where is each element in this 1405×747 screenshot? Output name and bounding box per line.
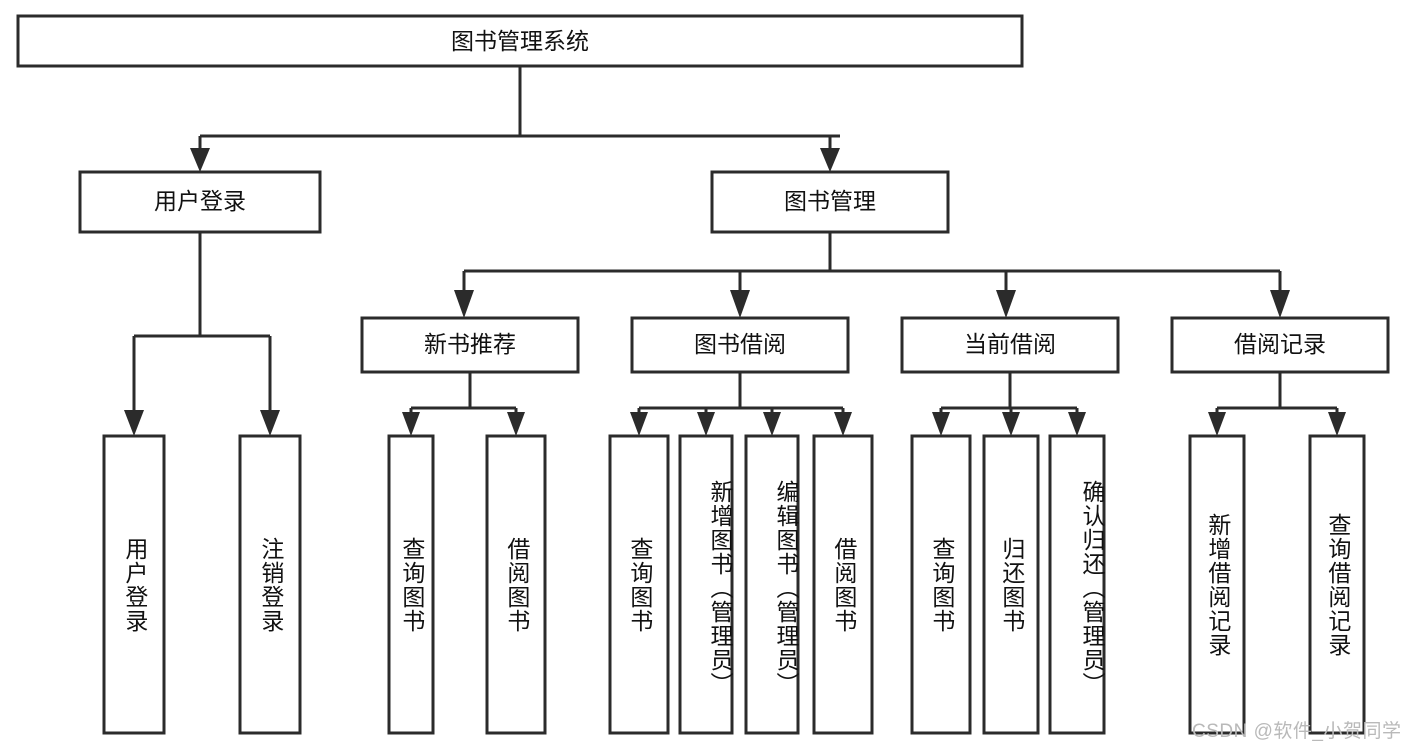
node-label-root: 图书管理系统 [451,28,589,54]
arrow-head-leaf-query-record [1328,412,1346,436]
node-box-leaf-add-record[interactable] [1188,434,1246,735]
node-box-borrow-record[interactable] [1170,316,1390,374]
node-label-book-manage: 图书管理 [784,188,876,214]
node-box-leaf-query-book-2[interactable] [608,434,670,735]
arrow-head-leaf-edit-book [763,412,781,436]
node-box-leaf-edit-book[interactable] [744,434,800,735]
arrow-head-user-login [190,148,210,172]
node-label-borrow-record: 借阅记录 [1234,331,1326,357]
node-box-current-borrow[interactable] [900,316,1120,374]
node-box-leaf-return-book[interactable] [982,434,1040,735]
node-box-leaf-borrow-book-2[interactable] [812,434,874,735]
node-label-book-borrow: 图书借阅 [694,331,786,357]
arrow-head-leaf-borrow-book-2 [834,412,852,436]
node-box-book-borrow[interactable] [630,316,850,374]
arrow-head-leaf-add-book [697,412,715,436]
arrow-head-borrow-record [1270,290,1290,318]
arrow-head-leaf-confirm-return [1068,412,1086,436]
arrow-head-leaf-borrow-book-1 [507,412,525,436]
arrow-head-new-book-recommend [454,290,474,318]
arrow-head-leaf-query-book-1 [402,412,420,436]
node-box-leaf-query-book-1[interactable] [387,434,435,735]
arrow-head-book-borrow [730,290,750,318]
arrow-head-leaf-return-book [1002,412,1020,436]
arrow-head-book-manage [820,148,840,172]
connector-layer [124,66,1346,436]
node-box-leaf-query-book-3[interactable] [910,434,972,735]
arrow-head-leaf-query-book-2 [630,412,648,436]
node-box-leaf-user-logout[interactable] [238,434,302,735]
arrow-head-leaf-user-logout [260,410,280,436]
node-label-new-book-recommend: 新书推荐 [424,331,516,357]
node-box-user-login[interactable] [78,170,322,234]
node-box-leaf-user-login[interactable] [102,434,166,735]
arrow-head-leaf-add-record [1208,412,1226,436]
node-label-current-borrow: 当前借阅 [964,331,1056,357]
node-label-user-login: 用户登录 [154,188,246,214]
arrow-head-leaf-query-book-3 [932,412,950,436]
node-box-new-book-recommend[interactable] [360,316,580,374]
node-box-leaf-confirm-return[interactable] [1048,434,1106,735]
node-box-leaf-borrow-book-1[interactable] [485,434,547,735]
node-box-book-manage[interactable] [710,170,950,234]
arrow-head-leaf-user-login [124,410,144,436]
node-layer: 图书管理系统 用户登录 图书管理 新书推荐 图书借阅 当前借阅 借阅记录 [16,14,1390,735]
arrow-head-current-borrow [996,290,1016,318]
node-box-root[interactable] [16,14,1024,68]
node-box-leaf-add-book[interactable] [678,434,734,735]
node-box-leaf-query-record[interactable] [1308,434,1366,735]
watermark-text: CSDN @软件_小贺同学 [1192,721,1402,742]
